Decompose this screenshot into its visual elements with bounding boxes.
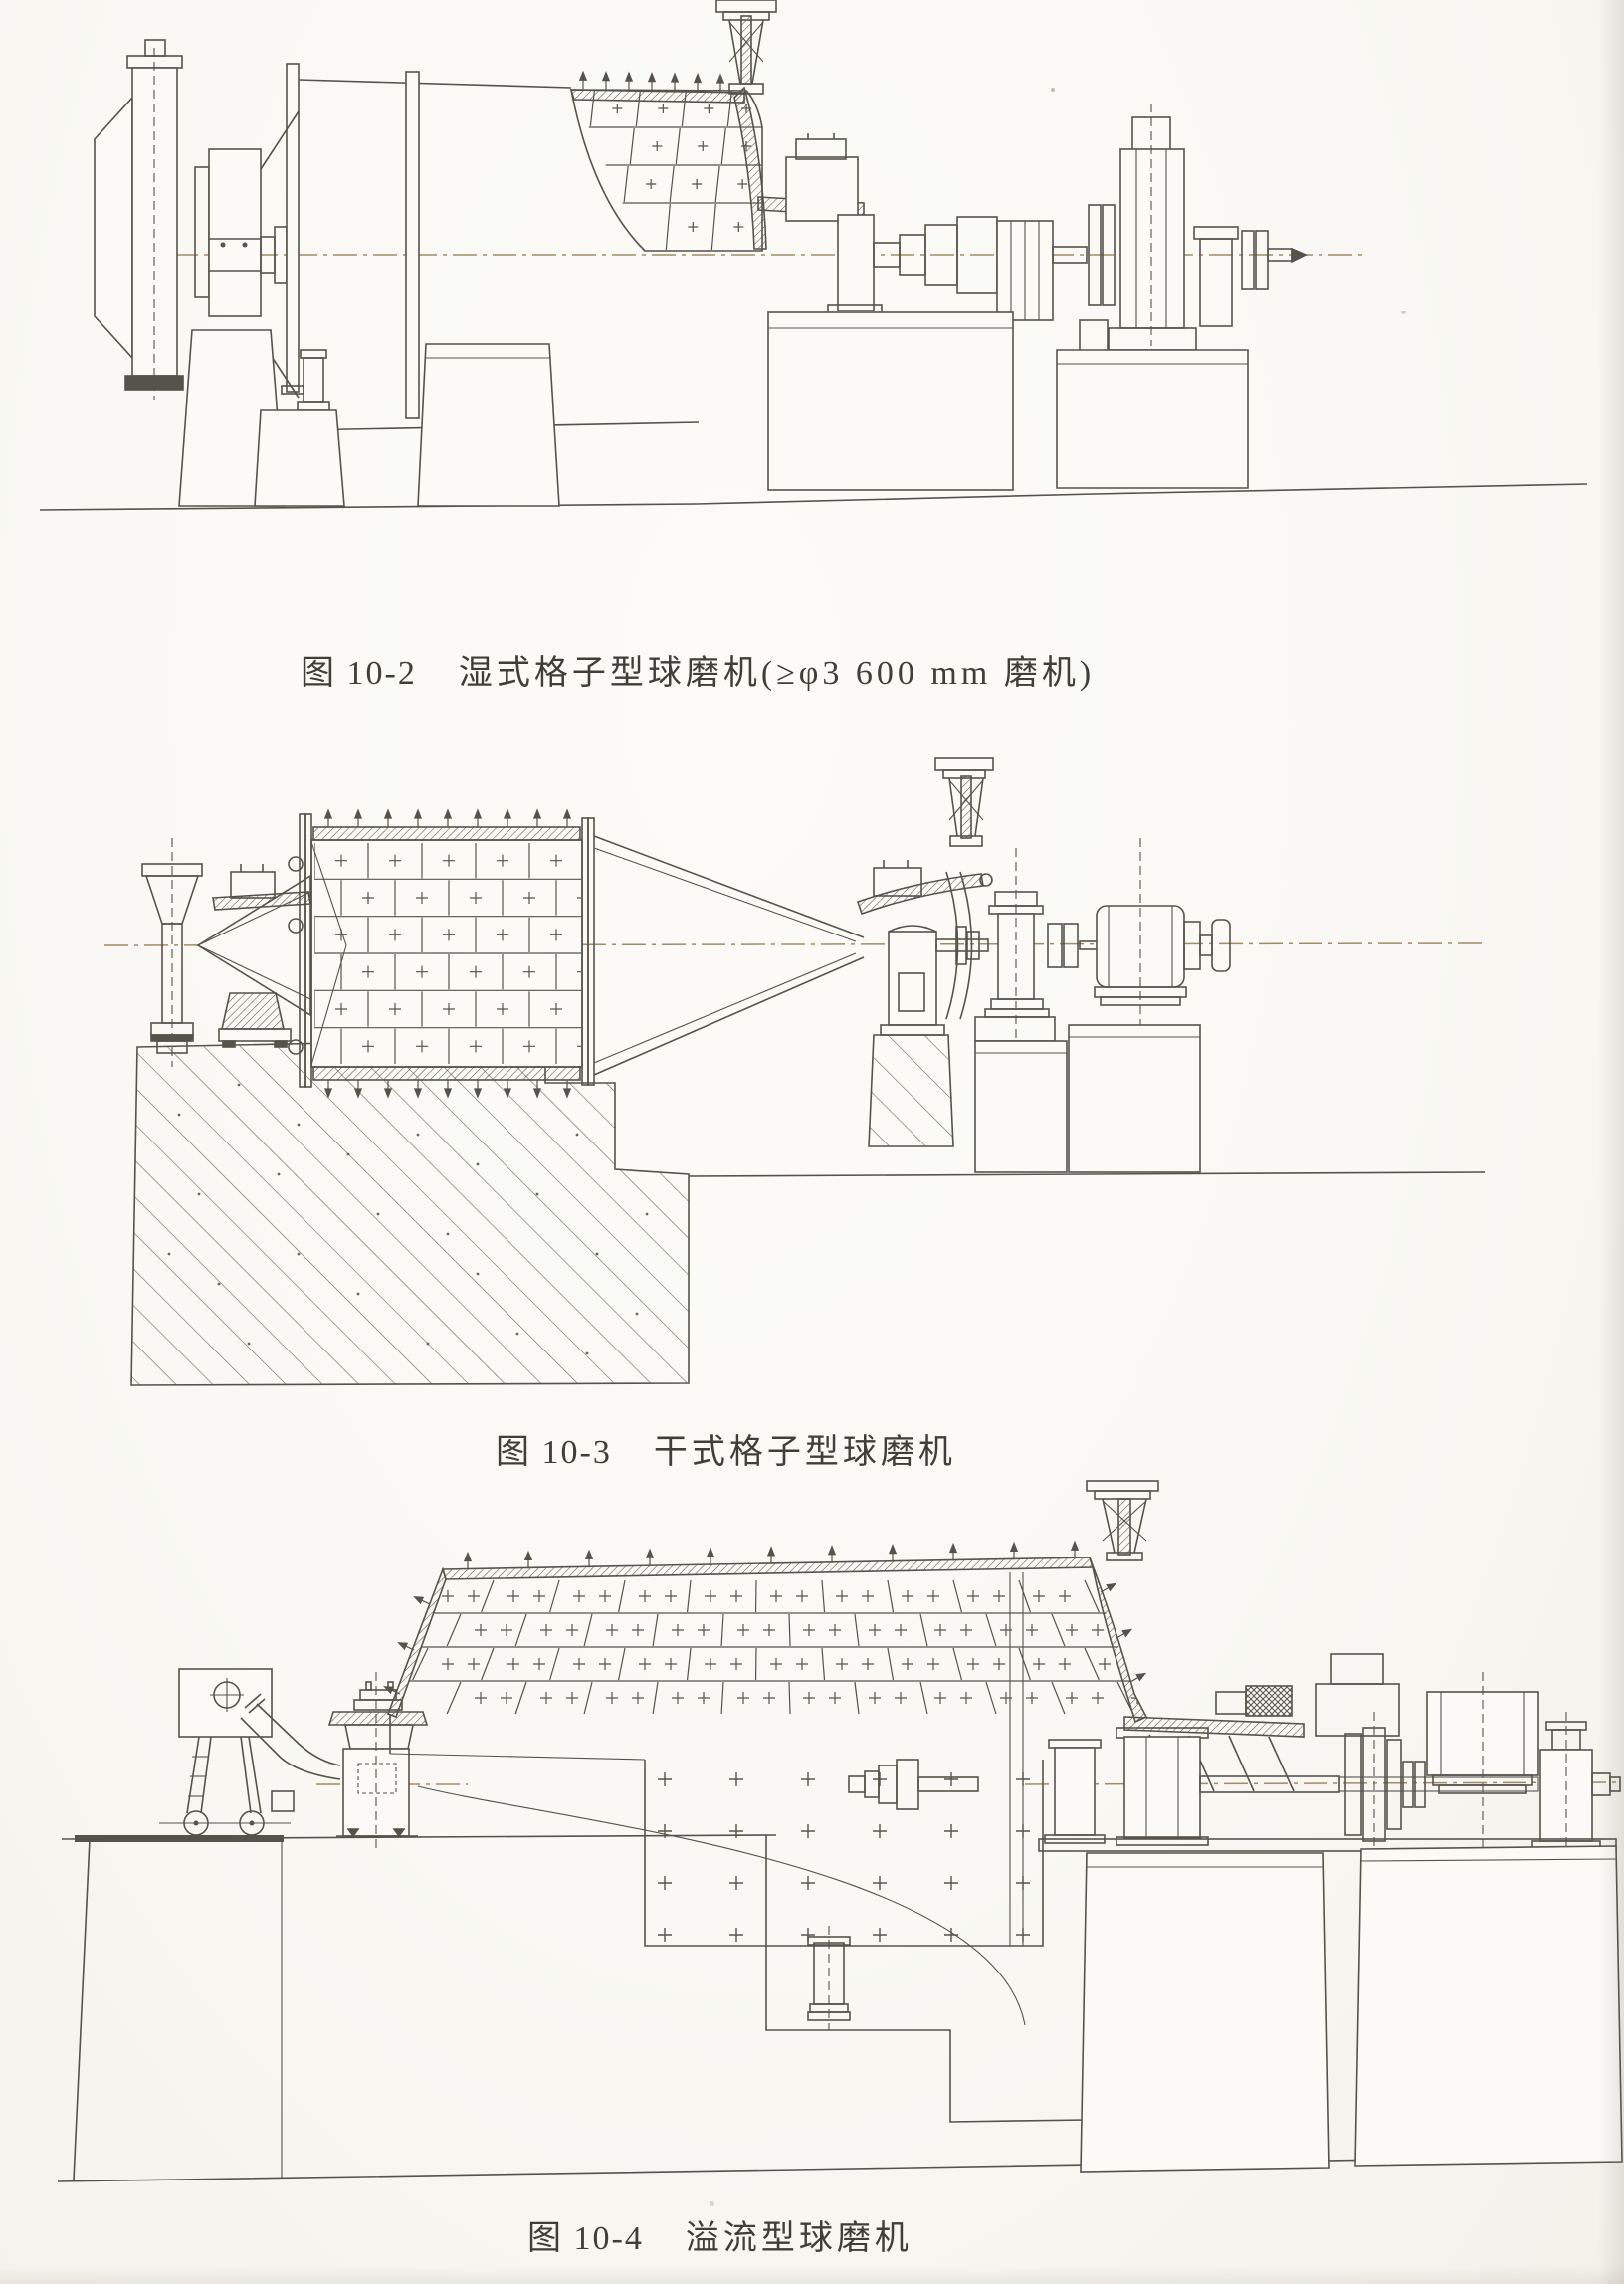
plus-marks xyxy=(658,1772,1030,1942)
figure-caption: 图 10-3 干式格子型球磨机 xyxy=(496,1424,956,1473)
feed-cone xyxy=(94,95,133,361)
figure-number: 图 10-2 xyxy=(301,655,417,692)
mill-drum xyxy=(383,1540,1148,1947)
foundation-hatched xyxy=(130,1042,690,1386)
mill-drum xyxy=(288,808,595,1099)
ground-line xyxy=(39,483,1588,511)
foundation-left xyxy=(61,1785,1088,2180)
bearing-stand xyxy=(935,848,1099,1127)
figure-10-3-drawing xyxy=(103,757,1489,1386)
figure-caption: 图 10-2 湿式格子型球磨机(≥φ3 600 mm 磨机) xyxy=(301,645,1095,694)
figure-10-4-drawing xyxy=(57,1480,1623,2182)
feed-funnel xyxy=(141,838,203,1067)
discharge-housing xyxy=(1123,1685,1305,1792)
drive-train xyxy=(873,204,1308,321)
support-tower xyxy=(934,757,994,847)
feeder-assembly xyxy=(196,864,311,1048)
scan-edge-shadow xyxy=(0,2266,1624,2284)
feed-bearing-pedestal xyxy=(327,1672,429,1851)
foundation-blocks xyxy=(178,311,1249,507)
drive-train xyxy=(1044,1712,1539,1861)
figure-title: 干式格子型球磨机 xyxy=(653,1434,956,1471)
ground-line xyxy=(688,1171,1486,1177)
figure-10-2-drawing xyxy=(39,0,1588,511)
pinion-stand xyxy=(1119,104,1239,346)
right-bearing-stand xyxy=(1531,1712,1621,1871)
scan-edge-shadow xyxy=(1598,0,1624,2284)
motor xyxy=(1094,838,1231,1133)
figure-title: 湿式格子型球磨机(≥φ3 600 mm 磨机) xyxy=(458,655,1096,692)
foundation-blocks xyxy=(1038,1838,1623,2173)
scan-speck xyxy=(1401,311,1406,314)
gear-housing xyxy=(124,39,184,400)
discharge-trunnion xyxy=(848,1759,979,1810)
shell-bolts xyxy=(323,808,572,1099)
end-cone xyxy=(593,835,865,1076)
feeder-cart xyxy=(159,1668,295,1836)
shell-bolts xyxy=(383,1540,1147,1695)
ring-gear xyxy=(281,63,304,395)
support-tower xyxy=(715,0,777,95)
motor xyxy=(1315,1653,1539,1861)
liner-bricks xyxy=(408,1579,1142,1715)
figure-number: 图 10-3 xyxy=(496,1434,612,1471)
main-bearing xyxy=(194,148,288,317)
ground-line xyxy=(57,2155,1621,2182)
discharge-housing xyxy=(856,860,993,1147)
figure-caption: 图 10-4 溢流型球磨机 xyxy=(527,2210,913,2259)
discharge-housing xyxy=(785,133,883,315)
shell-bolts xyxy=(578,70,725,92)
figure-title: 溢流型球磨机 xyxy=(685,2220,913,2257)
support-tower xyxy=(1086,1480,1159,1561)
figure-number: 图 10-4 xyxy=(527,2220,644,2257)
foundation-dots xyxy=(167,1083,649,1355)
liner-cutaway xyxy=(569,70,763,252)
scan-speck xyxy=(1051,88,1055,92)
liner-bricks xyxy=(314,843,581,1064)
scan-speck xyxy=(710,2201,714,2206)
feed-chute xyxy=(240,1693,341,1780)
foundation-blocks xyxy=(974,1024,1201,1173)
